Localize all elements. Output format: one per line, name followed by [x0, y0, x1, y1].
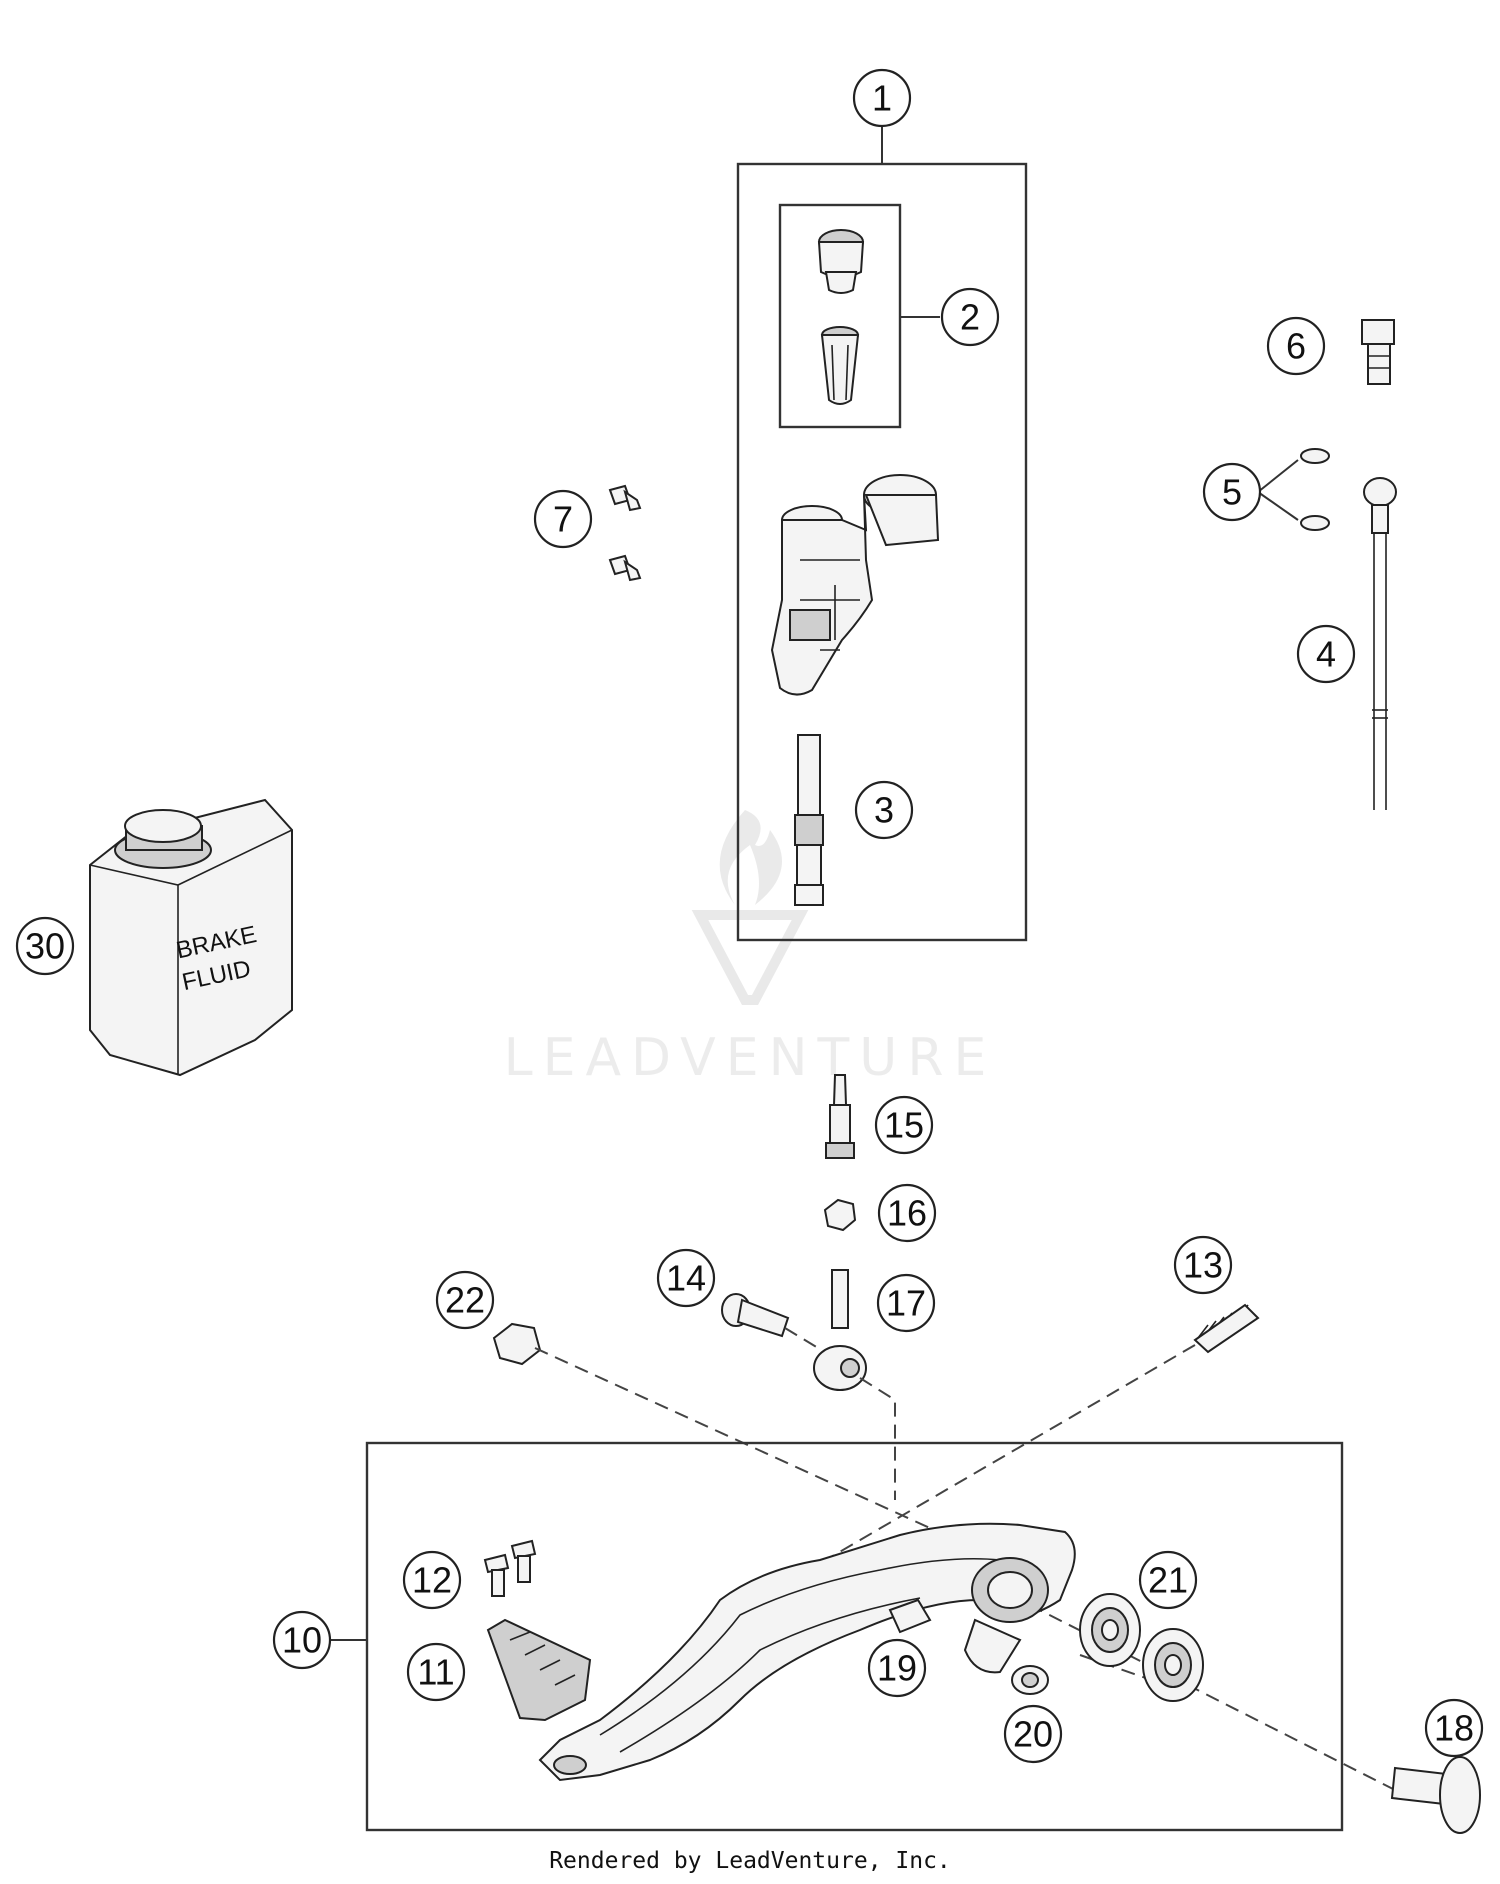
svg-text:1: 1: [872, 78, 892, 119]
svg-text:2: 2: [960, 297, 980, 338]
screws-12-part: [483, 1539, 537, 1597]
svg-text:3: 3: [874, 790, 894, 831]
callout-5: 5: [1202, 462, 1262, 522]
pivot-pin-18-part: [1390, 1756, 1481, 1834]
callout-21: 21: [1138, 1550, 1198, 1610]
callout-30: 30: [15, 916, 75, 976]
svg-text:5: 5: [1222, 472, 1242, 513]
screws-7-part: [608, 484, 642, 582]
clevis-17-part: [813, 1269, 867, 1391]
watermark: LEADVENTURE: [504, 810, 997, 1088]
callout-12: 12: [402, 1550, 462, 1610]
callout-17: 17: [876, 1273, 936, 1333]
callout-16: 16: [877, 1183, 937, 1243]
callout-14: 14: [656, 1248, 716, 1308]
dash-22-line: [534, 1347, 1001, 1561]
adjuster-15-part: [825, 1074, 855, 1159]
master-cylinder-body-part: [770, 474, 940, 696]
callout-6: 6: [1266, 316, 1326, 376]
washers-5-part: [1300, 448, 1330, 531]
spring-13-part: [1193, 1303, 1260, 1354]
svg-text:16: 16: [887, 1193, 927, 1234]
svg-text:22: 22: [445, 1280, 485, 1321]
svg-text:15: 15: [884, 1105, 924, 1146]
pedal-tip-11-part: [486, 1618, 592, 1722]
dash-13-line: [799, 1344, 1196, 1576]
callout-3: 3: [854, 780, 914, 840]
footer-credit: Rendered by LeadVenture, Inc.: [549, 1848, 951, 1874]
pin-19-part: [888, 1598, 932, 1634]
svg-text:10: 10: [282, 1620, 322, 1661]
callout-11: 11: [406, 1642, 466, 1702]
callout-22: 22: [435, 1270, 495, 1330]
callout-13: 13: [1173, 1235, 1233, 1295]
svg-text:19: 19: [877, 1648, 917, 1689]
svg-text:30: 30: [25, 926, 65, 967]
assembly-10-frame: [365, 1441, 1344, 1832]
svg-text:14: 14: [666, 1258, 706, 1299]
piston-spring-part: [794, 734, 824, 906]
bolt-14-part: [721, 1293, 790, 1338]
callout-2: 2: [940, 287, 1000, 347]
dash-17-line: [859, 1377, 896, 1500]
brake-line-4-part: [1363, 477, 1397, 810]
bushing-20-part: [1011, 1665, 1049, 1695]
watermark-text: LEADVENTURE: [504, 1028, 997, 1088]
dash-18-line: [1009, 1594, 1396, 1791]
callout-4: 4: [1296, 624, 1356, 684]
banjo-bolt-6-part: [1361, 319, 1395, 385]
callout-18: 18: [1424, 1698, 1484, 1758]
svg-text:7: 7: [553, 499, 573, 540]
reservoir-cap-part: [817, 229, 865, 405]
svg-text:13: 13: [1183, 1245, 1223, 1286]
svg-text:11: 11: [417, 1652, 454, 1693]
nut-22-part: [492, 1322, 542, 1366]
callout-7: 7: [533, 489, 593, 549]
bolt-14-leader: [784, 1327, 819, 1349]
callout-15: 15: [874, 1095, 934, 1155]
svg-text:6: 6: [1286, 326, 1306, 367]
svg-text:20: 20: [1013, 1714, 1053, 1755]
svg-text:21: 21: [1148, 1560, 1188, 1601]
callout-1: 1: [852, 68, 912, 128]
svg-text:17: 17: [886, 1283, 926, 1324]
brake-pedal-part: [538, 1522, 1076, 1782]
bearings-21-part: [1079, 1593, 1204, 1702]
brake-fluid-bottle-part: BRAKE FLUID: [89, 798, 293, 1077]
callout-19: 19: [867, 1638, 927, 1698]
svg-text:18: 18: [1434, 1708, 1474, 1749]
nut-16-part: [823, 1198, 857, 1232]
callout-20: 20: [1003, 1704, 1063, 1764]
svg-text:4: 4: [1316, 634, 1336, 675]
callout-10: 10: [272, 1610, 332, 1670]
svg-text:12: 12: [412, 1560, 452, 1601]
